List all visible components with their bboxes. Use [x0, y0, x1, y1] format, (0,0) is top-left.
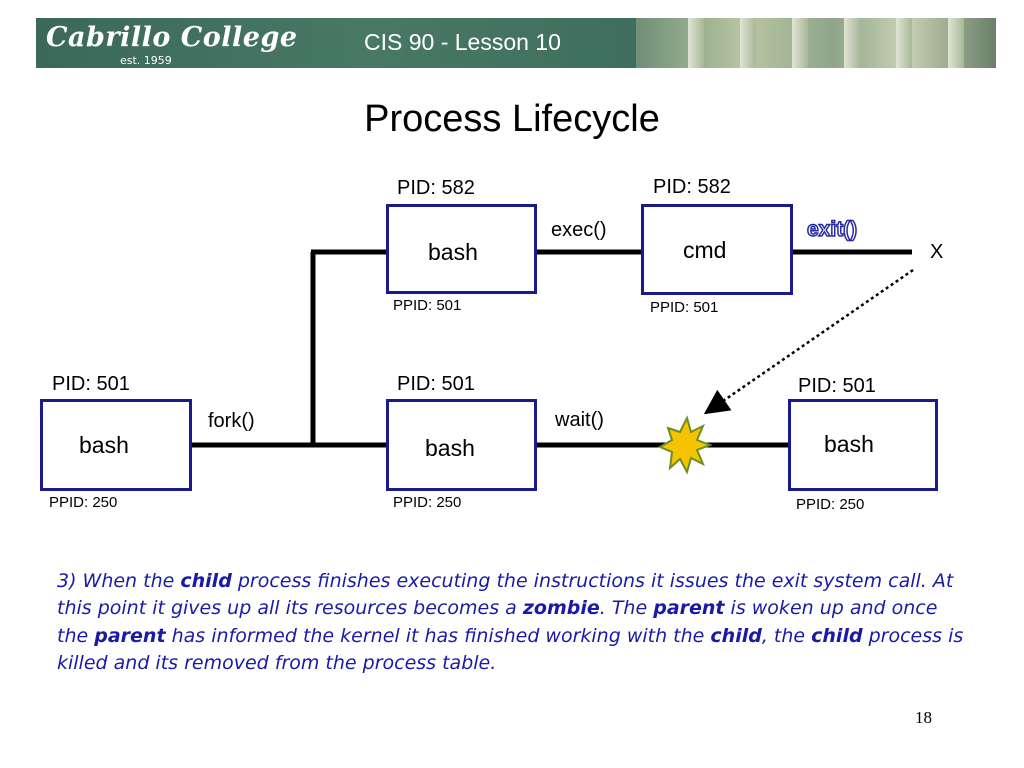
cmd-ppid: PPID: 501	[650, 299, 719, 316]
desc-emphasis-parent: parent	[94, 624, 166, 647]
desc-part: . The	[599, 597, 654, 620]
header-pillar	[740, 18, 756, 68]
college-est: est. 1959	[120, 54, 172, 67]
cmd-label: cmd	[683, 237, 727, 263]
resumed-bash-ppid: PPID: 250	[796, 496, 865, 513]
end-marker: X	[930, 241, 944, 263]
resumed-bash-box: bash	[788, 399, 938, 491]
resumed-bash-pid: PID: 501	[798, 375, 876, 397]
parent-bash-label: bash	[79, 432, 129, 458]
description-text: 3) When the child process finishes execu…	[57, 568, 972, 677]
desc-part: is woken up and once the	[57, 597, 938, 647]
forked-bash-ppid: PPID: 250	[393, 494, 462, 511]
forked-bash-label: bash	[425, 435, 475, 461]
exec-bash-ppid: PPID: 501	[393, 297, 462, 314]
cmd-pid: PID: 582	[653, 176, 731, 198]
desc-emphasis-child: child	[710, 624, 762, 647]
header-pillar	[688, 18, 704, 68]
slide-title: Process Lifecycle	[364, 98, 660, 140]
course-title: CIS 90 - Lesson 10	[364, 29, 561, 55]
exit-op-label: exit()	[806, 217, 858, 242]
header-pillar	[948, 18, 964, 68]
desc-part: , the	[761, 624, 812, 647]
desc-emphasis-child: child	[180, 570, 232, 592]
fork-op-label: fork()	[208, 410, 255, 432]
header-banner: Cabrillo College est. 1959 CIS 90 - Less…	[36, 18, 996, 68]
parent-bash-box: bash	[40, 399, 192, 491]
forked-bash-pid: PID: 501	[397, 373, 475, 395]
desc-part: has informed the kernel it has finished …	[165, 624, 711, 647]
desc-emphasis-child: child	[811, 624, 863, 647]
header-pillar	[896, 18, 912, 68]
header-pillar	[792, 18, 808, 68]
desc-emphasis-parent: parent	[653, 597, 725, 620]
desc-emphasis-zombie: zombie	[522, 597, 600, 620]
college-logo: Cabrillo College	[46, 22, 298, 53]
parent-bash-ppid: PPID: 250	[49, 494, 118, 511]
desc-part: process is killed and its removed from t…	[57, 624, 964, 674]
parent-bash-pid: PID: 501	[52, 373, 130, 395]
exec-bash-box: bash	[386, 204, 537, 294]
exec-bash-label: bash	[428, 239, 478, 265]
header-pillar	[844, 18, 860, 68]
desc-part: process finishes executing the instructi…	[57, 570, 954, 620]
exec-op-label: exec()	[551, 219, 607, 241]
exit-signal-arrow	[703, 268, 914, 415]
page-number: 18	[915, 708, 932, 727]
desc-part: 3) When the	[57, 570, 181, 592]
wait-op-label: wait()	[555, 409, 604, 431]
cmd-box: cmd	[641, 204, 793, 295]
header-photo	[636, 18, 996, 68]
zombie-burst-icon	[657, 415, 713, 475]
forked-bash-box: bash	[386, 399, 537, 491]
resumed-bash-label: bash	[824, 431, 874, 457]
header-panel	[36, 18, 636, 68]
exec-bash-pid: PID: 582	[397, 177, 475, 199]
